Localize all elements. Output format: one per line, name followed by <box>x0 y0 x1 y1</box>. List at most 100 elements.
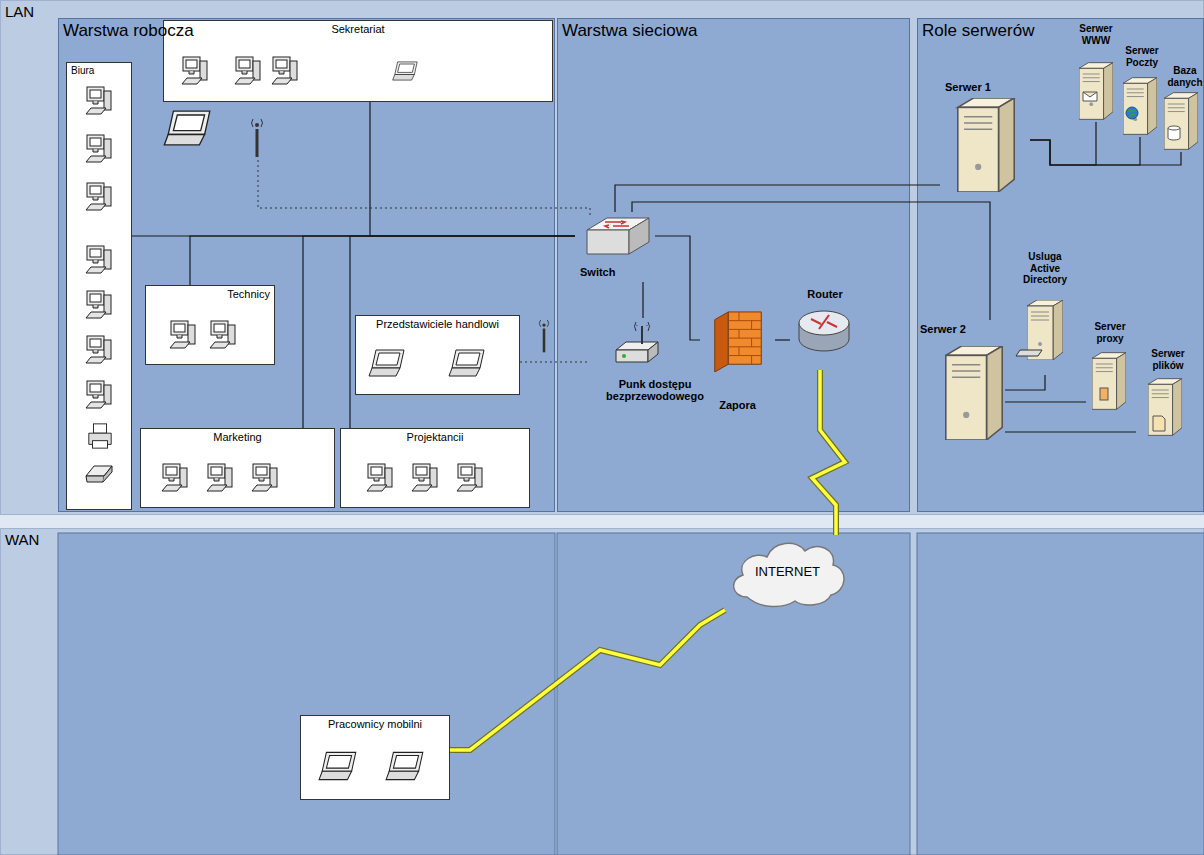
layer-panel: Warstwa sieciowaSwitchPunk dostępu bezpr… <box>557 18 910 512</box>
wan-panel <box>557 533 910 855</box>
node-outline <box>558 19 910 512</box>
node-label: LAN <box>5 3 34 20</box>
server-icon <box>1123 78 1157 135</box>
server-icon <box>1164 93 1198 150</box>
group-box: Marketing <box>140 428 335 508</box>
workstation-icon <box>86 246 111 273</box>
connector-line <box>520 362 590 363</box>
laptop-icon <box>369 350 404 376</box>
antenna-icon <box>252 119 263 157</box>
file-symbol <box>1153 416 1165 431</box>
network-cable <box>1030 140 1181 165</box>
group-box: Sekretariat <box>163 20 553 102</box>
wireless-laptop-icon <box>164 111 210 145</box>
node-label: Pracownicy mobilni <box>328 718 422 731</box>
workstation-icon <box>170 321 195 348</box>
workstation-icon <box>162 464 187 491</box>
connector-line <box>1005 401 1086 402</box>
server-node: Serwer WWW <box>1074 20 1118 122</box>
connector-line <box>642 282 643 318</box>
node-outline <box>67 63 132 510</box>
connector-line <box>615 185 940 212</box>
laptop-icon <box>386 752 423 779</box>
node-label: WAN <box>5 531 39 548</box>
server-tower-icon <box>946 346 1002 440</box>
server-node: Usluga Active Directory <box>1008 248 1082 375</box>
cloud-node: INTERNET <box>725 535 850 610</box>
server-icon <box>1092 353 1126 410</box>
workstation-icon <box>86 336 111 363</box>
connector-line <box>1030 137 1140 165</box>
node-label: Warstwa robocza <box>63 21 194 41</box>
workstation-icon <box>252 464 277 491</box>
wan-panel <box>917 533 1204 855</box>
connector-line <box>655 236 700 340</box>
group-box: Biura <box>66 62 132 510</box>
workstation-icon <box>86 381 111 408</box>
connector-line <box>1005 431 1136 432</box>
firewall-icon <box>715 312 762 372</box>
connector-line <box>450 610 725 750</box>
group-box: Technicy <box>145 285 275 365</box>
connector-line <box>1030 140 1181 165</box>
server-node: Serwer Poczty <box>1120 42 1164 137</box>
connector-line <box>1030 122 1096 165</box>
connector-line <box>632 202 990 320</box>
server-node: Server proxy <box>1086 318 1134 415</box>
connector-line <box>1005 375 1045 390</box>
connector-line <box>775 339 790 340</box>
network-cable <box>615 185 940 212</box>
group-box: Pracownicy mobilni <box>300 715 450 800</box>
workstation-icon <box>367 464 392 491</box>
node-label: Router <box>807 288 842 301</box>
node-label: Punk dostępu bezprzewodowego <box>595 378 715 403</box>
server-icon <box>1079 63 1113 120</box>
network-cable <box>370 102 575 236</box>
node-label: Baza danych <box>1167 65 1203 88</box>
node-outline <box>356 316 520 395</box>
workstation-icon <box>412 464 437 491</box>
server-tower-icon <box>958 98 1014 192</box>
workstation-icon <box>457 464 482 491</box>
antenna-icon <box>539 320 548 352</box>
database-top <box>1168 126 1180 130</box>
node-label: Biura <box>71 65 94 77</box>
network-cable <box>350 236 575 428</box>
group-box: Projektancii <box>340 428 530 508</box>
server-node: Serwer 1 <box>940 78 1030 195</box>
connector-line <box>450 610 725 750</box>
globe-land <box>1128 110 1136 117</box>
node-label: Server proxy <box>1091 321 1129 344</box>
group-box: Przedstawiciele handlowi <box>355 315 520 395</box>
node-outline <box>301 716 450 800</box>
node-label: Przedstawiciele handlowi <box>376 318 499 331</box>
network-cable <box>1005 402 1086 403</box>
server-node: Serwer plików <box>1136 345 1200 440</box>
server-node: Serwer 2 <box>915 320 1005 445</box>
device-node: Switch <box>575 212 655 282</box>
connector-line <box>303 236 575 428</box>
node-label: Switch <box>580 266 615 279</box>
node-label: Serwer WWW <box>1079 23 1113 46</box>
node-outline <box>341 429 530 508</box>
switch-icon <box>587 218 649 254</box>
workstation-icon <box>86 135 111 162</box>
node-outline <box>1 1 1204 515</box>
device-node: Punk dostępu bezprzewodowego <box>590 318 720 406</box>
envelope-symbol <box>1083 92 1097 101</box>
laptop-icon <box>393 62 418 80</box>
network-cable <box>1005 432 1136 433</box>
node-label: Serwer 1 <box>945 81 991 94</box>
network-cable <box>190 236 575 285</box>
connector-line <box>190 236 575 285</box>
workstation-icon <box>207 464 232 491</box>
sekretariat-devices <box>182 57 417 84</box>
network-cable <box>1005 375 1045 390</box>
node-label: Warstwa sieciowa <box>562 21 697 41</box>
workstation-icon <box>86 87 111 114</box>
connector-line <box>812 370 845 535</box>
node-label: INTERNET <box>755 565 820 580</box>
node-outline <box>1 529 1204 855</box>
node-label: Sekretariat <box>331 23 384 36</box>
